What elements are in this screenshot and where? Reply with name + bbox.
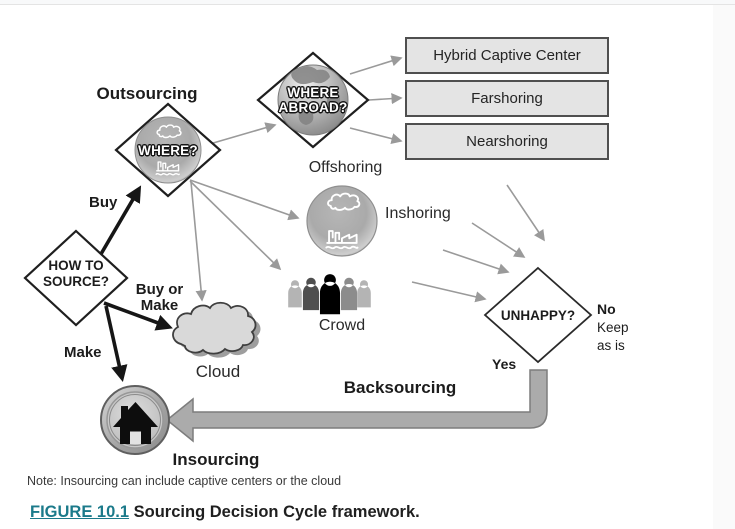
cloud-node bbox=[172, 301, 261, 358]
unhappy-text: UNHAPPY? bbox=[500, 308, 576, 323]
figure-number-link[interactable]: FIGURE 10.1 bbox=[30, 503, 130, 521]
where-out-arrows bbox=[189, 122, 300, 302]
insourcing-node bbox=[100, 385, 170, 455]
make-arrow bbox=[104, 305, 128, 383]
unhappy-diamond bbox=[483, 266, 593, 364]
figure-note: Note: Insourcing can include captive cen… bbox=[27, 474, 342, 488]
buy-edge-label: Buy bbox=[89, 194, 118, 211]
decision-arrows bbox=[99, 185, 173, 383]
where-abroad-diamond bbox=[256, 51, 370, 149]
outsourcing-label: Outsourcing bbox=[96, 84, 198, 103]
buy-arrow bbox=[99, 185, 142, 255]
where-abroad-text: WHERE ABROAD? bbox=[278, 85, 348, 115]
crowd-icon bbox=[288, 274, 371, 315]
cloud-label: Cloud bbox=[195, 362, 241, 381]
how-to-source-diamond bbox=[23, 229, 129, 327]
make-edge-label: Make bbox=[64, 344, 102, 361]
how-to-source-text: HOW TO SOURCE? bbox=[42, 258, 109, 289]
house-icon bbox=[113, 402, 158, 444]
option-box-hybrid-captive-center: Hybrid Captive Center bbox=[405, 37, 609, 74]
where-text: WHERE? bbox=[138, 143, 198, 158]
backsourcing-pipe-arrow bbox=[165, 369, 548, 443]
globe-icon bbox=[291, 66, 341, 125]
no-edge-label: No bbox=[597, 301, 616, 317]
yes-edge-label: Yes bbox=[492, 356, 517, 372]
where-diamond bbox=[114, 102, 222, 198]
no-keep-as-is-label: No Keep as is bbox=[597, 301, 629, 353]
offshoring-label: Offshoring bbox=[308, 159, 383, 176]
option-box-farshoring: Farshoring bbox=[405, 80, 609, 117]
option-box-nearshoring: Nearshoring bbox=[405, 123, 609, 160]
abroad-to-boxes-arrows bbox=[349, 55, 403, 145]
crowd-label: Crowd bbox=[318, 317, 366, 334]
to-unhappy-arrows bbox=[411, 184, 545, 303]
figure-caption-text: Sourcing Decision Cycle framework. bbox=[133, 503, 420, 521]
figure-caption: FIGURE 10.1 Sourcing Decision Cycle fram… bbox=[30, 503, 420, 522]
buy-or-make-arrow bbox=[103, 301, 173, 331]
inshoring-node bbox=[306, 185, 378, 257]
page-right-edge bbox=[713, 0, 735, 529]
page-top-edge bbox=[0, 0, 735, 5]
buy-or-make-edge-label: Buy or Make bbox=[135, 281, 184, 314]
cloud-icon bbox=[172, 301, 257, 355]
insourcing-label: Insourcing bbox=[172, 450, 260, 469]
inshoring-label: Inshoring bbox=[385, 205, 451, 222]
backsourcing-label: Backsourcing bbox=[343, 378, 457, 397]
